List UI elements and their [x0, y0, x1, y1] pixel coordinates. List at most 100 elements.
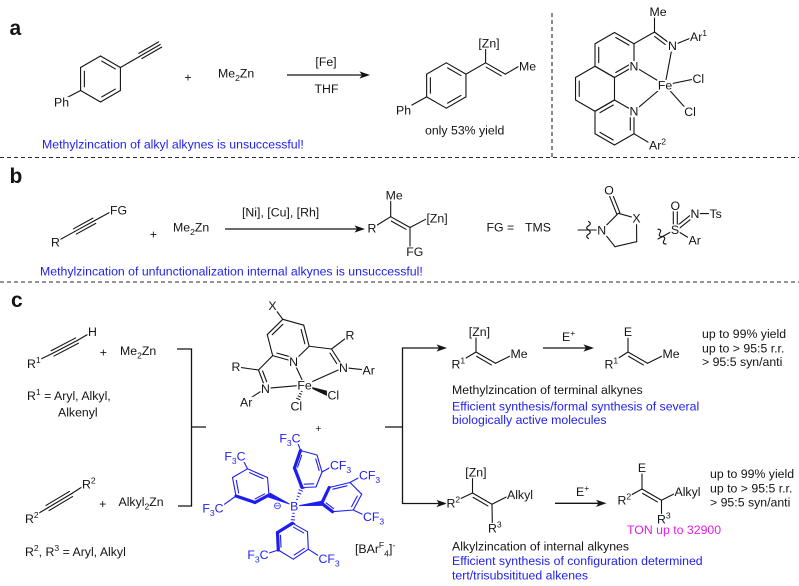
- bond-ring-imine: [633, 31, 656, 45]
- ring-bond: [266, 476, 270, 496]
- atom-label-backdrop-cell: [667, 40, 678, 52]
- ring-bond: [80, 89, 102, 103]
- subscript: 2: [190, 227, 195, 237]
- atom-label-backdrop: [691, 73, 705, 85]
- superscript: -: [392, 540, 395, 550]
- text-run: R: [27, 357, 36, 371]
- atom-label-backdrop: [260, 383, 271, 395]
- superscript: +: [584, 483, 589, 493]
- triple-bond-line: [74, 220, 95, 232]
- superscript: 1: [613, 356, 618, 366]
- atom-label-backdrop-cell: [436, 212, 445, 225]
- atom-label-backdrop-cell: [236, 450, 247, 463]
- ring-bond: [301, 486, 317, 489]
- superscript: 1: [702, 28, 707, 38]
- text-run: F: [202, 502, 210, 516]
- atom-label-backdrop-cell: [696, 234, 702, 247]
- reagent-dimethylzinc: Me2Zn: [120, 344, 156, 360]
- ring-bond: [99, 89, 121, 103]
- atom-label-backdrop-cell: [708, 208, 717, 220]
- trifluoromethyl-label: F3C: [247, 548, 268, 564]
- atom-label-backdrop-cell: [690, 486, 699, 498]
- pathway-branch-bracket: [385, 347, 439, 505]
- ring-double-bond-inner-line: [235, 479, 240, 494]
- atom-label-backdrop-cell: [53, 96, 63, 109]
- ring-bond: [316, 454, 323, 473]
- functional-group-label: FG: [110, 204, 127, 218]
- reaction-arrow: [555, 499, 607, 507]
- panel-b-remark: Methylzincation of unfunctionalization i…: [40, 265, 423, 279]
- text-run: = Aryl, Alkyl,: [41, 389, 111, 403]
- substrate-4-ethynylbiphenyl: Ph: [53, 41, 163, 110]
- ring-double-bond-inner-line: [279, 534, 282, 548]
- ring-double-bond-inner-line: [254, 493, 266, 500]
- carbonyl-oxygen-label: O: [604, 184, 614, 198]
- atom-label-backdrop-cell: [514, 489, 519, 501]
- reaction-arrow: [287, 71, 370, 79]
- hash-mark: [296, 495, 300, 498]
- atom-label-backdrop-cell: [603, 358, 614, 371]
- atom-label-backdrop-cell: [413, 246, 424, 258]
- atom-label-backdrop-cell: [445, 497, 456, 510]
- ring-double-bond-inner-line: [599, 131, 614, 141]
- fg-definition-lead: FG =: [487, 221, 515, 235]
- text-run: C: [215, 502, 224, 516]
- ring-bond: [594, 31, 616, 45]
- ring-double-bond-inner-line: [447, 94, 462, 104]
- hash-mark: [299, 392, 302, 395]
- ring-bond: [594, 99, 616, 112]
- trapped-alkene-product: E R1 Me: [603, 325, 681, 372]
- zinc-label: [Zn]: [478, 37, 499, 51]
- ring-bond: [266, 333, 274, 357]
- superscript: 2: [91, 476, 96, 486]
- plus-sign: +: [99, 497, 106, 511]
- subscript: 4: [384, 548, 389, 558]
- atom-label-backdrop-cell: [87, 326, 98, 338]
- atom-label-backdrop-cell: [464, 466, 470, 479]
- triple-bond-line: [72, 217, 94, 230]
- atom-label-backdrop-cell: [289, 400, 300, 413]
- subscript: 2: [144, 501, 149, 511]
- ring-bond: [328, 481, 351, 489]
- subscript: 3: [335, 558, 340, 568]
- atom-label-backdrop: [81, 476, 97, 491]
- text-run: Me: [120, 344, 137, 358]
- imine-nitrogen-label: N: [339, 361, 348, 375]
- hashed-bond-boron-aryl: [289, 512, 296, 525]
- atom-label-backdrop-cell: [648, 6, 661, 18]
- ring-double-bond-inner-line: [332, 485, 348, 490]
- atom-label-backdrop: [289, 500, 299, 513]
- ring-bond: [253, 493, 271, 505]
- methyl-label: Me: [511, 347, 528, 361]
- r2-label: R2: [82, 476, 96, 492]
- atom-label-backdrop-cell: [296, 379, 306, 392]
- atom-label-backdrop-cell: [344, 329, 356, 342]
- r2-label: R2: [447, 495, 461, 511]
- atom-label-backdrop-cell: [468, 326, 473, 338]
- ring-bond: [99, 55, 121, 69]
- r2-label: R2: [25, 510, 39, 526]
- atom-label-backdrop: [657, 79, 673, 92]
- reagent-dimethylzinc: Me2Zn: [218, 67, 254, 83]
- atom-label-backdrop-cell: [90, 476, 97, 485]
- atom-label-backdrop: [673, 486, 702, 498]
- atom-label-backdrop: [603, 356, 619, 371]
- text-run: C: [237, 450, 246, 464]
- substrate-internal-alkyne: R FG: [50, 204, 128, 250]
- atom-label-backdrop-cell: [631, 213, 642, 225]
- atom-label-backdrop-cell: [664, 79, 673, 92]
- trifluoromethyl-label: F3C: [224, 450, 245, 466]
- atom-label-backdrop-cell: [485, 326, 491, 338]
- atom-label-backdrop: [26, 356, 42, 370]
- atom-label-backdrop: [623, 326, 633, 338]
- ring-bond: [613, 133, 635, 146]
- atom-label-backdrop-cell: [326, 553, 336, 565]
- panel-label: c: [11, 289, 23, 312]
- atom-label-backdrop: [361, 364, 376, 377]
- ring-bond: [594, 133, 616, 146]
- atom-label-backdrop-cell: [479, 326, 488, 338]
- text-run: R: [25, 512, 34, 526]
- atom-label-backdrop-cell: [374, 475, 381, 484]
- methylzincation-pathway: [Zn] R1 Me E+ E R1 Me up to 99% yield up…: [450, 325, 786, 427]
- atom-label-backdrop-cell: [687, 234, 698, 247]
